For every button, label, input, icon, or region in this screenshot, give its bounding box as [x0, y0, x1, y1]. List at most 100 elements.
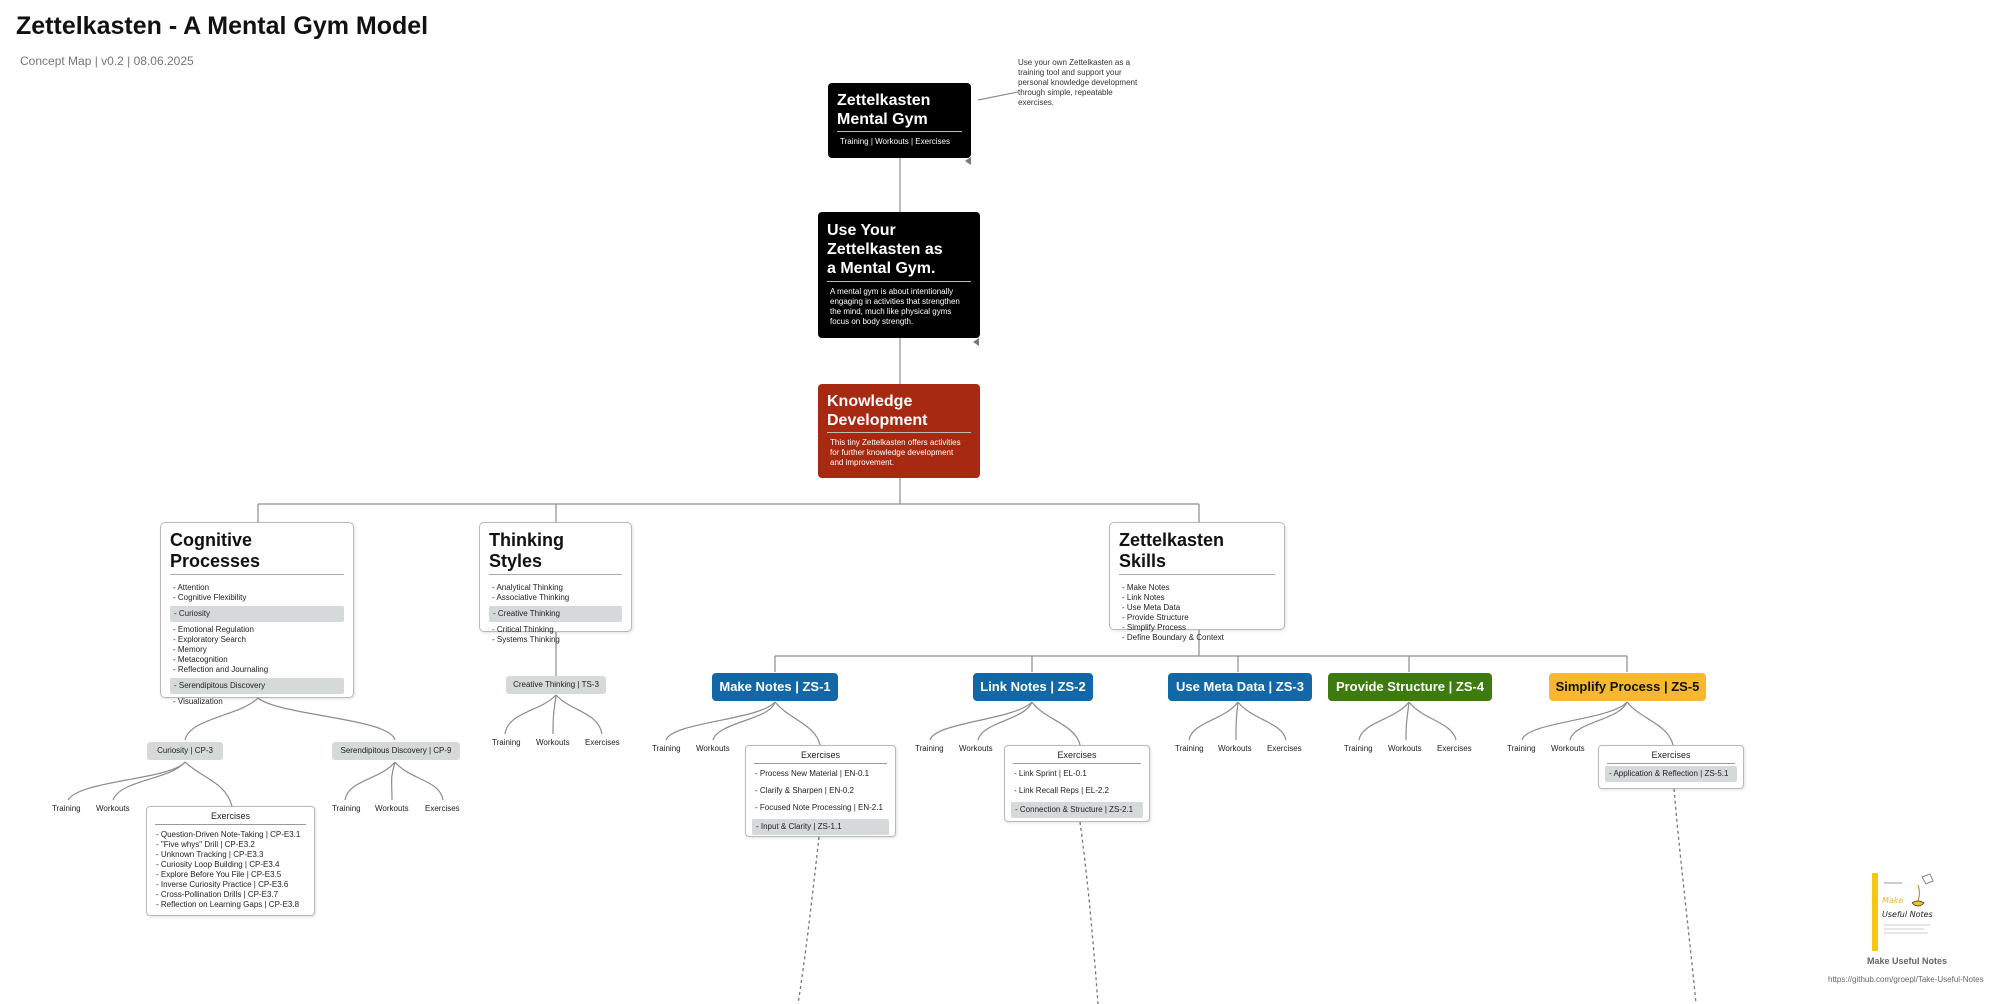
list-item: - Cognitive Flexibility	[173, 593, 247, 602]
exercise-item[interactable]: - Link Recall Reps | EL-2.2	[1014, 786, 1110, 795]
exercises-title: Exercises	[210, 811, 250, 821]
exercises-title: Exercises	[1057, 750, 1097, 760]
side-note: Use your own Zettelkasten as a training …	[1018, 58, 1138, 107]
label-training[interactable]: Training	[492, 738, 521, 747]
exercise-item-highlighted[interactable]: - Application & Reflection | ZS-5.1	[1605, 766, 1737, 782]
label-workouts[interactable]: Workouts	[1218, 744, 1252, 753]
card-zettelkasten-skills[interactable]: Zettelkasten Skills - Make Notes - Link …	[1109, 522, 1285, 642]
label-workouts[interactable]: Workouts	[696, 744, 730, 753]
exercises-box-zs-2[interactable]: Exercises - Link Sprint | EL-0.1 - Link …	[1004, 745, 1150, 822]
label-workouts[interactable]: Workouts	[96, 804, 130, 813]
pill-curiosity[interactable]: Curiosity | CP-3	[147, 742, 223, 760]
label-exercises[interactable]: Exercises	[585, 738, 620, 747]
node-title-line: Knowledge	[827, 393, 913, 410]
list-item: - Associative Thinking	[492, 593, 570, 602]
list-item: - Define Boundary & Context	[1122, 633, 1224, 642]
exercise-item[interactable]: - Process New Material | EN-0.1	[755, 769, 870, 778]
exercise-item-highlighted[interactable]: - Input & Clarity | ZS-1.1	[752, 819, 889, 835]
logo-caption: Make Useful Notes	[1866, 956, 1948, 966]
exercises-title: Exercises	[800, 750, 840, 760]
label-exercises[interactable]: Exercises	[425, 804, 460, 813]
list-item-highlighted[interactable]: - Curiosity	[170, 606, 344, 622]
node-description: A mental gym is about intentionally enga…	[830, 287, 960, 326]
exercise-item[interactable]: - Inverse Curiosity Practice | CP-E3.6	[156, 880, 289, 889]
logo-url[interactable]: https://github.com/groepl/Take-Useful-No…	[1828, 975, 1984, 984]
label-workouts[interactable]: Workouts	[536, 738, 570, 747]
pill-zs-3[interactable]: Use Meta Data | ZS-3	[1168, 673, 1312, 701]
node-title-line: Zettelkasten as	[827, 241, 943, 258]
list-item: - Critical Thinking	[492, 625, 554, 634]
exercise-item[interactable]: - Cross-Pollination Drills | CP-E3.7	[156, 890, 279, 899]
pill-zs-4[interactable]: Provide Structure | ZS-4	[1328, 673, 1492, 701]
label-exercises[interactable]: Exercises	[1437, 744, 1472, 753]
list-item: - Analytical Thinking	[492, 583, 563, 592]
list-item: - Exploratory Search	[173, 635, 246, 644]
notebook-icon: Make Useful Notes	[1872, 873, 1942, 951]
list-item: - Emotional Regulation	[173, 625, 254, 634]
label-training[interactable]: Training	[915, 744, 944, 753]
node-description: This tiny Zettelkasten offers activities…	[830, 438, 961, 467]
label-training[interactable]: Training	[1175, 744, 1204, 753]
label-training[interactable]: Training	[1344, 744, 1373, 753]
node-use-your-zettelkasten[interactable]: Use Your Zettelkasten as a Mental Gym. A…	[818, 212, 980, 338]
label-exercises[interactable]: Exercises	[1267, 744, 1302, 753]
exercise-item[interactable]: - Explore Before You File | CP-E3.5	[156, 870, 282, 879]
label-training[interactable]: Training	[52, 804, 81, 813]
exercise-item[interactable]: - Question-Driven Note-Taking | CP-E3.1	[156, 830, 301, 839]
exercise-item[interactable]: - Reflection on Learning Gaps | CP-E3.8	[156, 900, 300, 909]
node-subtitle: Training | Workouts | Exercises	[840, 137, 950, 146]
list-item: - Metacognition	[173, 655, 228, 664]
node-title-line: Development	[827, 411, 971, 433]
list-item: - Systems Thinking	[492, 635, 560, 644]
card-title: Thinking Styles	[489, 530, 622, 575]
exercise-item[interactable]: - Clarify & Sharpen | EN-0.2	[755, 786, 855, 795]
card-cognitive-processes[interactable]: Cognitive Processes - Attention - Cognit…	[160, 522, 354, 706]
pill-zs-5[interactable]: Simplify Process | ZS-5	[1549, 673, 1706, 701]
exercise-item[interactable]: - Link Sprint | EL-0.1	[1014, 769, 1087, 778]
label-training[interactable]: Training	[652, 744, 681, 753]
label-training[interactable]: Training	[1507, 744, 1536, 753]
list-item: - Make Notes	[1122, 583, 1170, 592]
label-workouts[interactable]: Workouts	[1551, 744, 1585, 753]
list-item: - Provide Structure	[1122, 613, 1189, 622]
exercises-box-curiosity[interactable]: Exercises - Question-Driven Note-Taking …	[146, 806, 315, 916]
list-item: - Reflection and Journaling	[173, 665, 269, 674]
exercise-item[interactable]: - Curiosity Loop Building | CP-E3.4	[156, 860, 280, 869]
pill-serendipitous-discovery[interactable]: Serendipitous Discovery | CP-9	[332, 742, 460, 760]
logo-word-make: Make	[1882, 896, 1903, 905]
label-workouts[interactable]: Workouts	[1388, 744, 1422, 753]
label-workouts[interactable]: Workouts	[959, 744, 993, 753]
node-knowledge-development[interactable]: Knowledge Development This tiny Zettelka…	[818, 384, 980, 478]
pill-creative-thinking[interactable]: Creative Thinking | TS-3	[506, 676, 606, 694]
pill-zs-2[interactable]: Link Notes | ZS-2	[973, 673, 1093, 701]
card-title: Cognitive Processes	[170, 530, 344, 575]
node-title-line: Zettelkasten	[837, 92, 931, 109]
card-title: Zettelkasten Skills	[1119, 530, 1275, 575]
pill-zs-1[interactable]: Make Notes | ZS-1	[712, 673, 838, 701]
exercises-box-zs-5[interactable]: Exercises - Application & Reflection | Z…	[1598, 745, 1744, 789]
node-title-line: a Mental Gym.	[827, 259, 971, 282]
exercise-item[interactable]: - Focused Note Processing | EN-2.1	[755, 803, 883, 812]
list-item-highlighted[interactable]: - Creative Thinking	[489, 606, 622, 622]
list-item: - Simplify Process	[1122, 623, 1187, 632]
label-workouts[interactable]: Workouts	[375, 804, 409, 813]
page-subtitle: Concept Map | v0.2 | 08.06.2025	[20, 54, 194, 68]
list-item: - Link Notes	[1122, 593, 1165, 602]
exercise-item-highlighted[interactable]: - Connection & Structure | ZS-2.1	[1011, 802, 1143, 818]
list-item-highlighted[interactable]: - Serendipitous Discovery	[170, 678, 344, 694]
exercise-item[interactable]: - Unknown Tracking | CP-E3.3	[156, 850, 264, 859]
exercises-box-zs-1[interactable]: Exercises - Process New Material | EN-0.…	[745, 745, 896, 837]
make-useful-notes-logo: Make Useful Notes	[1872, 873, 1942, 951]
node-title-line: Use Your	[827, 222, 896, 239]
card-thinking-styles[interactable]: Thinking Styles - Analytical Thinking - …	[479, 522, 632, 644]
label-training[interactable]: Training	[332, 804, 361, 813]
list-item: - Memory	[173, 645, 207, 654]
exercise-item[interactable]: - "Five whys" Drill | CP-E3.2	[156, 840, 255, 849]
svg-text:Useful Notes: Useful Notes	[1882, 910, 1933, 919]
exercises-title: Exercises	[1651, 750, 1691, 760]
list-item: - Visualization	[173, 697, 223, 706]
list-item: - Use Meta Data	[1122, 603, 1181, 612]
node-mental-gym[interactable]: Zettelkasten Mental Gym Training | Worko…	[828, 83, 971, 158]
